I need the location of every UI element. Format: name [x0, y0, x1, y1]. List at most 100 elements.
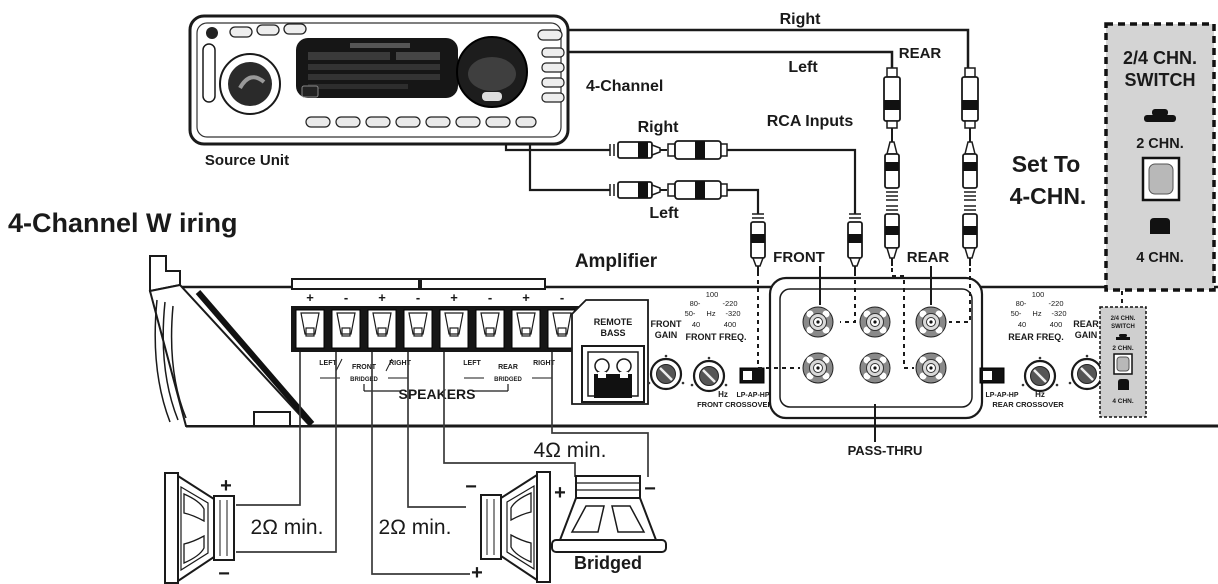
front-left-terminal-label: LEFT [319, 360, 337, 367]
rca-plug-front-right [847, 213, 863, 272]
remote-bass-label-line1: REMOTE [594, 317, 633, 327]
rca-jack-panel: FRONT REAR PASS-THRU [768, 249, 984, 458]
right-speaker-impedance: 2Ω min. [379, 516, 452, 539]
rear-crossover-switch [979, 367, 1005, 384]
mini-switch-title-line1: 2/4 CHN. [1111, 316, 1136, 322]
rear-gain-knob [1068, 354, 1106, 391]
front-freq-ticks: 100 80- -220 50- Hz -320 40 400 [685, 290, 741, 329]
front-controls: FRONT GAIN FRONT FREQ. 100 80- -220 50- … [647, 290, 774, 409]
left-speaker-plus: + [220, 475, 232, 497]
source-unit-label: Source Unit [205, 152, 289, 169]
speaker-terminal-block: + - + - + - + - LEFT FRONT RIGHT BRIDGED… [291, 290, 582, 402]
rear-gain-label-line1: REAR [1073, 319, 1099, 329]
pass-thru-label: PASS-THRU [848, 443, 923, 458]
tick-50: 50- [685, 309, 696, 318]
sub-impedance: 4Ω min. [534, 439, 607, 462]
rca-pair-left [609, 180, 728, 200]
front-crossover-switch [739, 367, 765, 384]
front-lp-ap-hp-label: LP-AP-HP [736, 392, 769, 399]
front-left-label: Left [649, 205, 679, 222]
switch-down-icon [1118, 379, 1129, 390]
front-crossover-label: FRONT CROSSOVER [697, 400, 773, 409]
remote-bass-label-line2: BASS [600, 328, 625, 338]
rear-gain-label-line2: GAIN [1075, 330, 1098, 340]
tick-hz: Hz [706, 309, 715, 318]
tick-40: 40 [692, 320, 700, 329]
callout-4chn-label: 4 CHN. [1136, 250, 1184, 266]
left-speaker-impedance: 2Ω min. [251, 516, 324, 539]
tick-220: -220 [722, 299, 737, 308]
tick-320: -320 [725, 309, 740, 318]
callout-title-line2: SWITCH [1125, 70, 1196, 90]
rca-stack-rear-right [961, 67, 979, 266]
rear-freq-ticks: 100 80- -220 50- Hz -320 40 400 [1011, 290, 1067, 329]
callout-title-line1: 2/4 CHN. [1123, 48, 1197, 68]
amplifier-label: Amplifier [575, 251, 658, 272]
rear-bridged-terminal-label: RIGHT [533, 360, 556, 367]
front-terminal-group-label: FRONT [352, 364, 377, 371]
right-speaker: − + [465, 471, 551, 584]
tick-100: 100 [706, 290, 719, 299]
rca-plug-front-left [750, 213, 766, 272]
remote-bass-port: REMOTE BASS [571, 299, 649, 405]
magnet [480, 494, 502, 560]
front-right-label: Right [638, 119, 680, 136]
set-to-label-line2: 4-CHN. [1010, 183, 1087, 209]
rear-controls: REAR FREQ. REAR GAIN 100 80- -220 50- Hz… [979, 290, 1106, 409]
callout-2chn-label: 2 CHN. [1136, 136, 1184, 152]
speakers-label: SPEAKERS [398, 386, 475, 402]
rca-inputs-label: RCA Inputs [767, 113, 854, 130]
tick-220: -220 [1048, 299, 1063, 308]
mini-switch-4chn-label: 4 CHN. [1112, 398, 1134, 405]
switch-up-icon [1144, 115, 1176, 122]
power-button-icon [206, 27, 218, 39]
front-hz-label: Hz [718, 390, 728, 399]
front-freq-knob [690, 356, 728, 393]
terminal-sign: + [522, 290, 530, 305]
rear-left-terminal-label: LEFT [463, 360, 481, 367]
tick-80: 80- [1016, 299, 1027, 308]
rca-pair-right [609, 140, 728, 160]
chn-switch-callout: 2/4 CHN. SWITCH 2 CHN. 4 CHN. [1104, 22, 1216, 292]
disc-icon [301, 85, 319, 98]
rear-bridged-label: BRIDGED [494, 377, 522, 383]
rear-right-label: Right [780, 11, 822, 28]
sub-plus: + [554, 482, 566, 504]
front-bridged-label: BRIDGED [350, 377, 378, 383]
magnet [213, 495, 235, 561]
sub-minus: − [644, 478, 656, 500]
head-unit [188, 14, 570, 146]
tick-100: 100 [1032, 290, 1045, 299]
left-speaker-minus: − [218, 563, 230, 584]
tick-400: 400 [1050, 320, 1063, 329]
bridged-label: Bridged [574, 553, 642, 573]
terminal-cells [295, 309, 577, 349]
rear-terminal-group-label: REAR [498, 364, 518, 371]
rear-lp-ap-hp-label: LP-AP-HP [985, 392, 1018, 399]
switch-down-icon [1150, 218, 1170, 234]
rca-stack-rear-left [883, 67, 901, 266]
rear-hz-label: Hz [1035, 390, 1045, 399]
right-speaker-minus: − [465, 476, 477, 498]
terminal-sign: + [306, 290, 314, 305]
speaker-wires [236, 352, 649, 575]
front-gain-label-line2: GAIN [655, 330, 678, 340]
dashed-routes [757, 268, 971, 369]
terminal-sign: + [450, 290, 458, 305]
tick-hz: Hz [1032, 309, 1041, 318]
rca-jacks [802, 306, 947, 384]
rear-crossover-label: REAR CROSSOVER [992, 400, 1064, 409]
left-speaker: + − [164, 472, 235, 584]
front-rca-cables: Right Left RCA Inputs [504, 113, 863, 272]
mini-switch-2chn-label: 2 CHN. [1112, 345, 1134, 352]
tick-80: 80- [690, 299, 701, 308]
heatsink [148, 255, 315, 427]
rear-group-label: REAR [899, 45, 942, 62]
front-jacks-label: FRONT [773, 249, 825, 266]
tick-50: 50- [1011, 309, 1022, 318]
terminal-sign: + [378, 290, 386, 305]
rear-freq-knob [1021, 356, 1059, 393]
terminal-sign: - [344, 290, 348, 305]
bridged-subwoofer: + − Bridged [551, 475, 667, 573]
